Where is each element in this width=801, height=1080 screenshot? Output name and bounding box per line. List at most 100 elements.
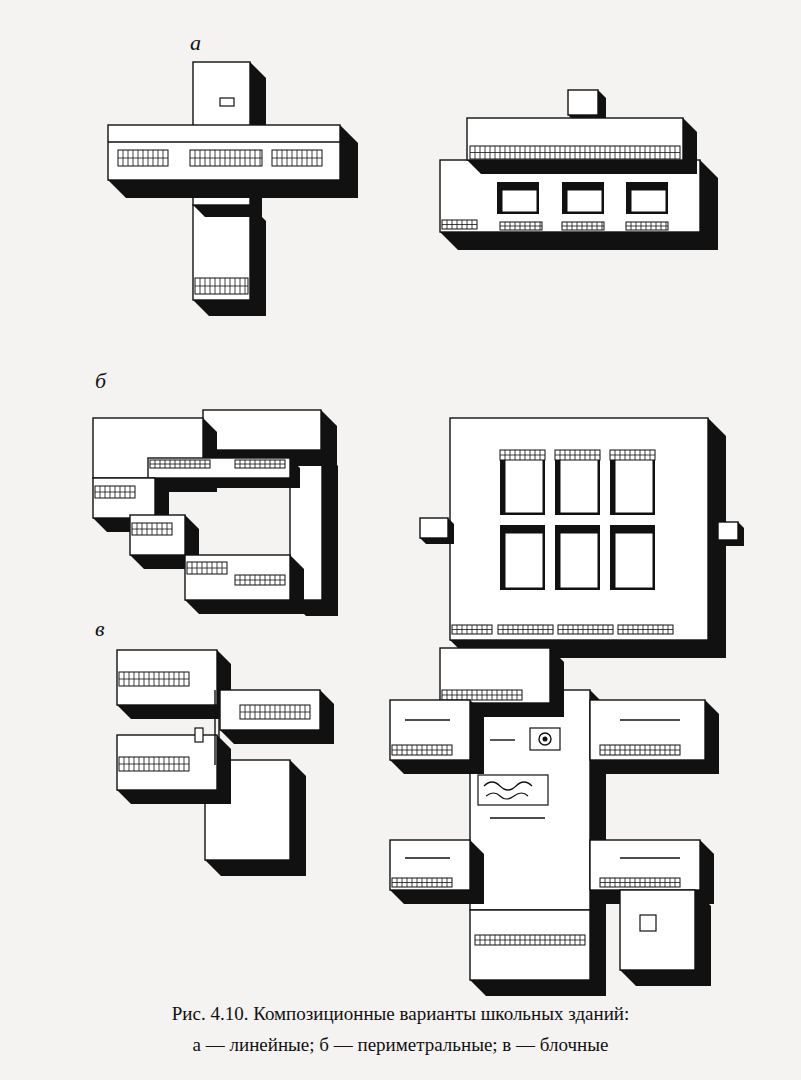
window-mullion (235, 150, 236, 166)
window-mullion (153, 150, 154, 166)
window-mullion (245, 705, 246, 719)
window-mullion (507, 690, 508, 700)
courtyard (610, 525, 655, 590)
caption-legend: а — линейные; б — периметральные; в — бл… (0, 1034, 801, 1056)
window-band (626, 222, 668, 230)
window-mullion (560, 935, 561, 945)
window-band (118, 150, 168, 166)
window-mullion (620, 878, 621, 887)
block-shadow (420, 518, 454, 544)
block-shadow (193, 205, 266, 316)
window-mullion (128, 150, 129, 166)
window-mullion (530, 222, 531, 230)
window-mullion (538, 625, 539, 634)
detail-line (405, 719, 450, 720)
window-mullion (220, 150, 221, 166)
window-mullion (545, 146, 546, 159)
window-mullion (275, 575, 276, 585)
window-band (392, 745, 452, 755)
window-mullion (295, 705, 296, 719)
window-mullion (660, 745, 661, 755)
window-mullion (240, 460, 241, 468)
courtyard (562, 182, 604, 214)
window-mullion (235, 278, 236, 294)
window-mullion (137, 523, 138, 535)
window-mullion (568, 625, 569, 634)
block-shadow (467, 118, 697, 174)
block-shadow (590, 700, 719, 774)
window-mullion (134, 757, 135, 771)
window-mullion (442, 745, 443, 755)
window-mullion (585, 146, 586, 159)
window-mullion (437, 745, 438, 755)
window-mullion (432, 878, 433, 887)
window-mullion (540, 222, 541, 230)
courtyard-ground (505, 458, 543, 513)
window-line (558, 629, 613, 630)
window-mullion (260, 150, 261, 166)
building-block (440, 648, 550, 703)
window-mullion (635, 146, 636, 159)
window-mullion (570, 146, 571, 159)
window-mullion (427, 745, 428, 755)
window-mullion (452, 690, 453, 700)
window-mullion (525, 450, 526, 460)
window-line (190, 158, 262, 159)
block-shadow (718, 522, 744, 546)
window-mullion (202, 562, 203, 574)
window-mullion (650, 878, 651, 887)
courtyard-ground (560, 533, 598, 588)
window-mullion (630, 450, 631, 460)
window-mullion (397, 878, 398, 887)
part-letter: а (190, 30, 201, 56)
window-mullion (585, 450, 586, 460)
window-mullion (245, 150, 246, 166)
window-mullion (520, 222, 521, 230)
window-mullion (550, 146, 551, 159)
window-mullion (515, 146, 516, 159)
window-mullion (139, 672, 140, 686)
building-block (117, 650, 217, 705)
window-mullion (610, 878, 611, 887)
window-mullion (174, 757, 175, 771)
window-band (600, 745, 680, 755)
window-mullion (631, 222, 632, 230)
building-block (568, 90, 598, 115)
detail (220, 98, 234, 106)
courtyard (500, 450, 545, 515)
window-mullion (270, 575, 271, 585)
window-mullion (245, 278, 246, 294)
window-mullion (260, 705, 261, 719)
window-mullion (505, 935, 506, 945)
window-line (610, 455, 655, 456)
window-mullion (154, 757, 155, 771)
window-mullion (567, 222, 568, 230)
window-mullion (472, 625, 473, 634)
pool-water (484, 782, 532, 799)
detail-dot (543, 737, 548, 742)
window-mullion (623, 625, 624, 634)
window-mullion (462, 690, 463, 700)
building-block (185, 555, 290, 600)
building-block (420, 518, 448, 538)
window-mullion (540, 935, 541, 945)
window-mullion (412, 878, 413, 887)
window-mullion (530, 146, 531, 159)
window-mullion (580, 450, 581, 460)
window-band (498, 625, 553, 634)
window-mullion (407, 878, 408, 887)
building-block (220, 690, 320, 730)
window-mullion (517, 690, 518, 700)
building-blocks (93, 62, 744, 996)
building-block (108, 125, 340, 180)
window-mullion (605, 146, 606, 159)
window-mullion (133, 150, 134, 166)
window-mullion (535, 450, 536, 460)
window-mullion (457, 625, 458, 634)
figure-caption: Рис. 4.10. Композиционные варианты школь… (0, 1003, 801, 1025)
window-mullion (508, 625, 509, 634)
window-band (558, 625, 613, 634)
window-mullion (169, 757, 170, 771)
window-mullion (462, 220, 463, 229)
window-mullion (148, 150, 149, 166)
